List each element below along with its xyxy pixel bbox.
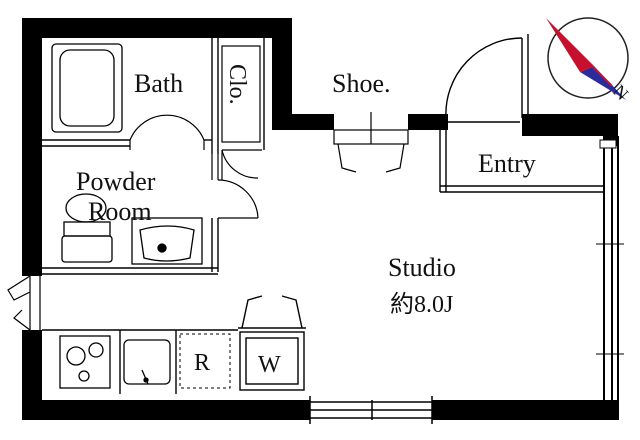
powder-label-line1: Powder bbox=[76, 167, 156, 196]
washer-label: W bbox=[258, 352, 281, 378]
wall-top-bath bbox=[22, 18, 292, 38]
wall-top-entry bbox=[522, 114, 618, 136]
powder-label-line2: Room bbox=[88, 197, 152, 226]
wall-left-upper bbox=[22, 18, 42, 276]
washer-space bbox=[238, 295, 306, 391]
compass-north-label: N bbox=[609, 81, 632, 104]
wall-top-notch bbox=[272, 18, 292, 130]
walls bbox=[22, 18, 618, 420]
entry-label: Entry bbox=[478, 149, 536, 178]
left-window bbox=[7, 275, 41, 331]
wall-left-lower bbox=[22, 330, 42, 420]
shoe-label: Shoe. bbox=[332, 69, 391, 98]
entry-door bbox=[445, 34, 529, 119]
wall-top-shoe-right bbox=[408, 114, 448, 130]
shoe-cabinet-doors bbox=[333, 112, 409, 173]
right-window-wall bbox=[596, 136, 624, 420]
studio-label: Studio bbox=[388, 253, 456, 282]
closet-door bbox=[221, 45, 262, 180]
powder-door bbox=[211, 154, 259, 219]
wall-bottom-left bbox=[22, 400, 310, 420]
refrigerator-label: R bbox=[194, 350, 210, 376]
wall-top-shoe-left bbox=[272, 114, 334, 130]
vanity-sink bbox=[131, 217, 203, 265]
closet-label: Clo. bbox=[224, 64, 250, 105]
kitchen-sink bbox=[123, 339, 171, 385]
studio-size-label: 約8.0J bbox=[390, 291, 453, 318]
compass-needle-south bbox=[580, 66, 626, 100]
toilet bbox=[61, 193, 113, 263]
stove bbox=[59, 335, 111, 389]
bath-door bbox=[129, 114, 205, 150]
bathtub bbox=[51, 43, 123, 133]
bath-label: Bath bbox=[134, 69, 183, 98]
bottom-window bbox=[309, 396, 433, 424]
compass-ring bbox=[547, 17, 629, 99]
refrigerator-space bbox=[179, 333, 231, 389]
compass: N bbox=[546, 17, 633, 104]
wall-bottom-right bbox=[432, 400, 618, 420]
partitions bbox=[42, 38, 604, 394]
